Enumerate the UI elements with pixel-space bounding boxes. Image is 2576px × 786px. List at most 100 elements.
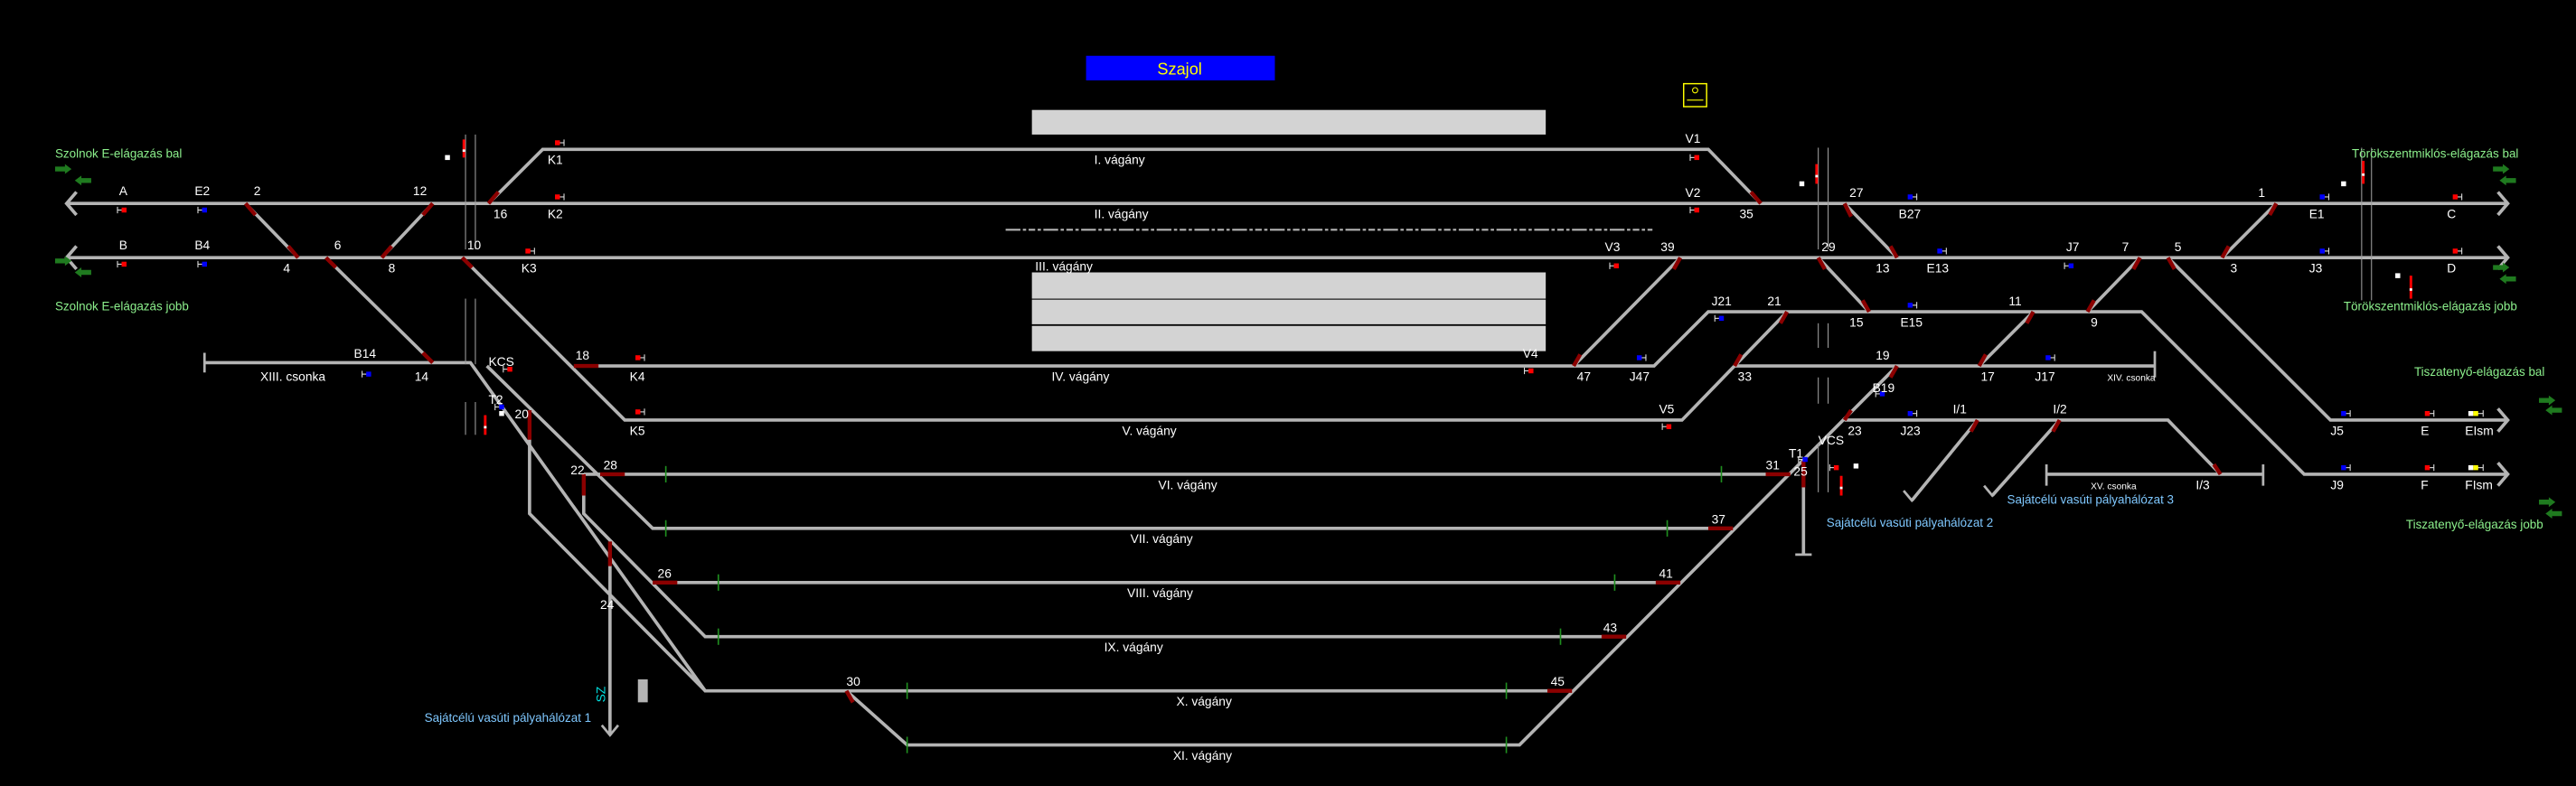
track-i1[interactable] [1910,418,1979,502]
signal-b14[interactable] [362,370,371,378]
signal-t1[interactable] [1798,455,1808,463]
switch-segment[interactable] [1969,418,1979,433]
direction-right-icon[interactable] [2493,164,2510,174]
switch-segment[interactable] [2025,311,2035,324]
signal-c[interactable] [2452,193,2463,201]
direction-right-icon[interactable] [2539,497,2556,508]
switch-segment[interactable] [1977,353,1988,368]
signal-v2[interactable] [1689,206,1699,214]
direction-right-icon[interactable] [2493,262,2510,273]
track-vii[interactable] [485,364,1734,530]
signal-kcs[interactable] [503,366,512,373]
label-w37[interactable]: 37 [1712,512,1725,526]
signal-v5[interactable] [1661,423,1672,430]
label-w13[interactable]: 13 [1876,262,1890,276]
switch-segment[interactable] [1842,202,1853,218]
switch-segment[interactable] [1671,257,1682,270]
track-j23[interactable] [1844,418,2222,476]
direction-right-icon[interactable] [54,256,72,267]
signal-j23[interactable] [1907,410,1918,417]
label-w18[interactable]: 18 [576,349,590,362]
label-w27[interactable]: 27 [1849,186,1863,200]
label-t7[interactable]: VII. vágány [1131,532,1193,546]
direction-left-icon[interactable] [2499,175,2516,186]
label-w20[interactable]: 20 [515,407,530,421]
track-ix[interactable] [581,473,1627,639]
label-w14[interactable]: 14 [415,370,429,383]
switch-segment[interactable] [486,191,501,205]
label-w7[interactable]: 7 [2122,240,2129,254]
switch-segment[interactable] [2268,202,2279,217]
label-w39[interactable]: 39 [1660,240,1675,254]
track-1[interactable] [2221,201,2278,259]
switch-segment[interactable] [2212,463,2223,476]
switch-segment[interactable] [1888,245,1899,259]
switch-segment[interactable] [2220,245,2231,259]
signal-k5[interactable] [635,408,645,416]
signal-k4[interactable] [635,354,645,361]
signal-b[interactable] [117,260,127,268]
label-t10[interactable]: X. vágány [1176,695,1231,708]
track-xiii[interactable] [204,360,1573,693]
switch-segment[interactable] [1888,364,1899,379]
label-w29[interactable]: 29 [1821,240,1836,254]
signal-b19[interactable] [1875,390,1885,398]
label-t11[interactable]: XI. vágány [1173,749,1232,763]
label-w4[interactable]: 4 [283,262,290,276]
track-11[interactable] [1978,310,2035,368]
switch-segment[interactable] [1860,299,1871,313]
switch-segment[interactable] [1733,353,1744,368]
switch-segment[interactable] [2051,418,2062,433]
switch-segment[interactable] [287,245,300,259]
label-t6[interactable]: VI. vágány [1159,478,1217,491]
label-t4[interactable]: IV. vágány [1051,370,1109,383]
label-w21[interactable]: 21 [1767,295,1781,308]
signal-vcs[interactable] [1829,464,1839,472]
signal-k3[interactable] [525,248,535,255]
signal-e1[interactable] [2319,193,2330,201]
label-w11[interactable]: 11 [2008,295,2021,308]
switch-segment[interactable] [844,689,855,704]
switch-segment[interactable] [1749,191,1763,205]
label-w12[interactable]: 12 [413,184,427,198]
label-t14[interactable]: XIV. csonka [2107,373,2156,383]
label-w45[interactable]: 45 [1551,675,1565,688]
direction-left-icon[interactable] [74,267,91,277]
label-t15[interactable]: XV. csonka [2091,482,2137,491]
track-39[interactable] [1572,256,1682,368]
switch-segment[interactable] [421,351,435,364]
signal-fism[interactable] [2468,464,2484,472]
signal-a[interactable] [117,206,127,214]
label-t13[interactable]: XIII. csonka [260,370,325,383]
switch-segment[interactable] [460,256,474,269]
label-w16[interactable]: 16 [494,208,508,221]
track-iv[interactable] [573,310,2508,476]
track-j5[interactable] [2167,256,2508,422]
switch-segment[interactable] [1778,311,1790,324]
direction-left-icon[interactable] [74,175,91,186]
direction-right-icon[interactable] [2539,395,2556,406]
label-w8[interactable]: 8 [389,262,396,276]
direction-left-icon[interactable] [2499,274,2516,285]
label-w47[interactable]: 47 [1577,370,1591,383]
label-w28[interactable]: 28 [604,458,618,472]
label-w10[interactable]: 10 [467,239,482,252]
label-w3[interactable]: 3 [2231,262,2238,276]
signal-j17[interactable] [2045,354,2055,361]
track-27[interactable] [1843,201,1899,259]
label-w41[interactable]: 41 [1659,566,1672,580]
label-w43[interactable]: 43 [1603,621,1618,634]
track-main-diag[interactable] [845,364,1899,747]
signal-j3[interactable] [2319,248,2330,255]
signal-e13[interactable] [1937,248,1947,255]
signal-b27[interactable] [1907,193,1918,201]
switch-segment[interactable] [2085,299,2096,313]
label-w30[interactable]: 30 [846,675,860,688]
label-w22[interactable]: 22 [570,463,584,477]
signal-v3[interactable] [1609,262,1619,269]
switch-segment[interactable] [2131,257,2142,270]
label-t3[interactable]: III. vágány [1035,260,1093,274]
signal-j7[interactable] [2064,262,2074,269]
label-w33[interactable]: 33 [1738,370,1753,383]
label-t1[interactable]: I. vágány [1095,154,1145,167]
